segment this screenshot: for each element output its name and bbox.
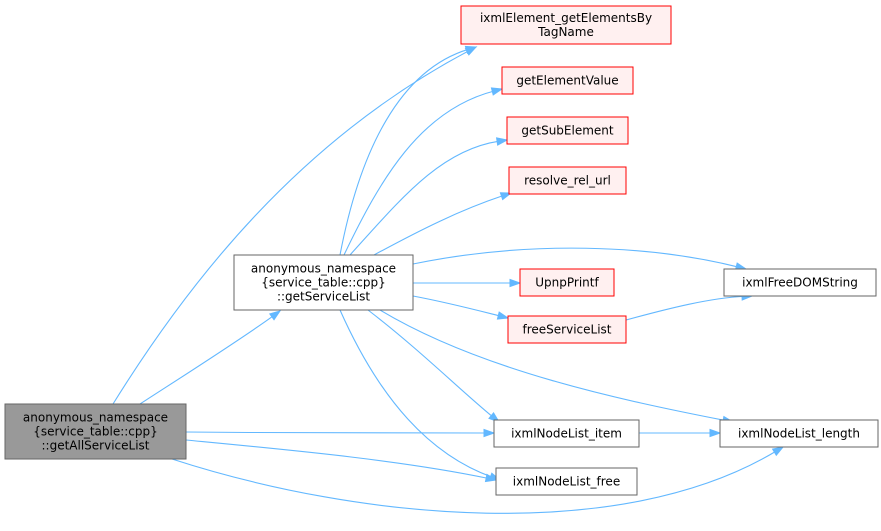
edge-getServiceList-to-freeServiceList: [412, 295, 510, 320]
node-box[interactable]: [723, 268, 877, 297]
node-getElementValue[interactable]: getElementValue: [501, 66, 634, 95]
node-UpnpPrintf[interactable]: UpnpPrintf: [519, 268, 615, 297]
edge-line: [379, 309, 726, 422]
edge-line: [412, 295, 501, 317]
edge-line: [349, 140, 500, 256]
edge-getAllServiceList-to-ixmlNodeList_item: [185, 428, 496, 438]
arrowhead: [496, 311, 510, 320]
node-ixmlNodeList_item[interactable]: ixmlNodeList_item: [493, 419, 640, 448]
edge-getServiceList-to-resolve_rel_url: [373, 192, 513, 256]
node-label: ixmlNodeList_item: [511, 427, 622, 441]
edge-line: [112, 50, 470, 405]
edge-getAllServiceList-to-getServiceList: [139, 310, 282, 405]
arrowhead: [771, 446, 785, 457]
edge-getServiceList-to-UpnpPrintf: [412, 278, 522, 288]
node-label: anonymous_namespace: [251, 262, 396, 276]
node-ixmlNodeList_length[interactable]: ixmlNodeList_length: [719, 419, 879, 448]
node-box[interactable]: [508, 166, 627, 195]
node-box[interactable]: [719, 419, 879, 448]
node-box[interactable]: [507, 315, 627, 344]
arrowhead: [709, 428, 722, 438]
edge-line: [139, 315, 274, 405]
edge-line: [185, 431, 487, 434]
node-label: UpnpPrintf: [535, 276, 599, 290]
nodes-layer: anonymous_namespace{service_table::cpp}:…: [4, 5, 879, 496]
node-getServiceList[interactable]: anonymous_namespace{service_table::cpp}:…: [233, 254, 414, 311]
edge-line: [412, 247, 739, 268]
node-freeServiceList[interactable]: freeServiceList: [507, 315, 627, 344]
edge-ixmlNodeList_item-to-ixmlNodeList_length: [638, 428, 722, 438]
node-ixmlFreeDOMString[interactable]: ixmlFreeDOMString: [723, 268, 877, 297]
node-label: {service_table::cpp}: [261, 276, 386, 290]
node-box[interactable]: [493, 419, 640, 448]
node-resolve_rel_url[interactable]: resolve_rel_url: [508, 166, 627, 195]
node-label: ixmlFreeDOMString: [742, 276, 858, 290]
node-label: getSubElement: [521, 124, 614, 138]
node-box[interactable]: [506, 116, 629, 145]
arrowhead: [490, 87, 504, 96]
edge-getAllServiceList-to-ixmlNodeList_free: [185, 439, 498, 483]
node-label: {service_table::cpp}: [33, 425, 158, 439]
arrowhead: [464, 45, 478, 55]
edge-freeServiceList-to-ixmlFreeDOMString: [625, 292, 754, 321]
edge-line: [171, 450, 777, 514]
node-label: getElementValue: [516, 74, 618, 88]
arrowhead: [495, 137, 509, 146]
node-label: TagName: [537, 25, 594, 39]
edge-getServiceList-to-getElementValue: [343, 87, 504, 256]
node-label: ::getServiceList: [277, 290, 370, 304]
node-label: ::getAllServiceList: [42, 439, 150, 453]
node-label: anonymous_namespace: [23, 411, 168, 425]
node-box[interactable]: [460, 5, 672, 45]
node-box[interactable]: [4, 403, 187, 460]
node-box[interactable]: [519, 268, 615, 297]
arrowhead: [483, 428, 496, 438]
arrowhead: [509, 278, 522, 288]
node-box[interactable]: [233, 254, 414, 311]
arrowhead: [268, 310, 282, 321]
edge-getServiceList-to-ixmlFreeDOMString: [412, 247, 748, 271]
arrowhead: [499, 192, 513, 201]
node-label: ixmlNodeList_length: [738, 427, 860, 441]
node-box[interactable]: [501, 66, 634, 95]
edge-getAllServiceList-to-getElementsByTagName: [112, 46, 478, 405]
node-label: resolve_rel_url: [524, 174, 611, 188]
edge-getServiceList-to-getElementsByTagName: [339, 45, 478, 256]
edge-line: [625, 295, 745, 321]
edge-getAllServiceList-to-ixmlNodeList_length: [171, 446, 785, 514]
edge-getServiceList-to-getSubElement: [349, 137, 509, 256]
edge-line: [339, 48, 469, 256]
edge-getServiceList-to-ixmlNodeList_free: [339, 309, 502, 481]
node-label: freeServiceList: [523, 323, 612, 337]
node-label: ixmlNodeList_free: [513, 475, 620, 489]
edge-line: [373, 195, 504, 256]
node-ixmlNodeList_free[interactable]: ixmlNodeList_free: [495, 467, 638, 496]
node-label: ixmlElement_getElementsBy: [480, 11, 652, 25]
edge-getServiceList-to-ixmlNodeList_item: [367, 309, 501, 423]
node-getAllServiceList[interactable]: anonymous_namespace{service_table::cpp}:…: [4, 403, 187, 460]
edge-line: [343, 90, 495, 256]
edge-line: [339, 309, 493, 478]
edges-layer: [112, 45, 785, 514]
node-getSubElement[interactable]: getSubElement: [506, 116, 629, 145]
edge-line: [367, 309, 494, 418]
node-box[interactable]: [495, 467, 638, 496]
edge-line: [185, 439, 489, 479]
